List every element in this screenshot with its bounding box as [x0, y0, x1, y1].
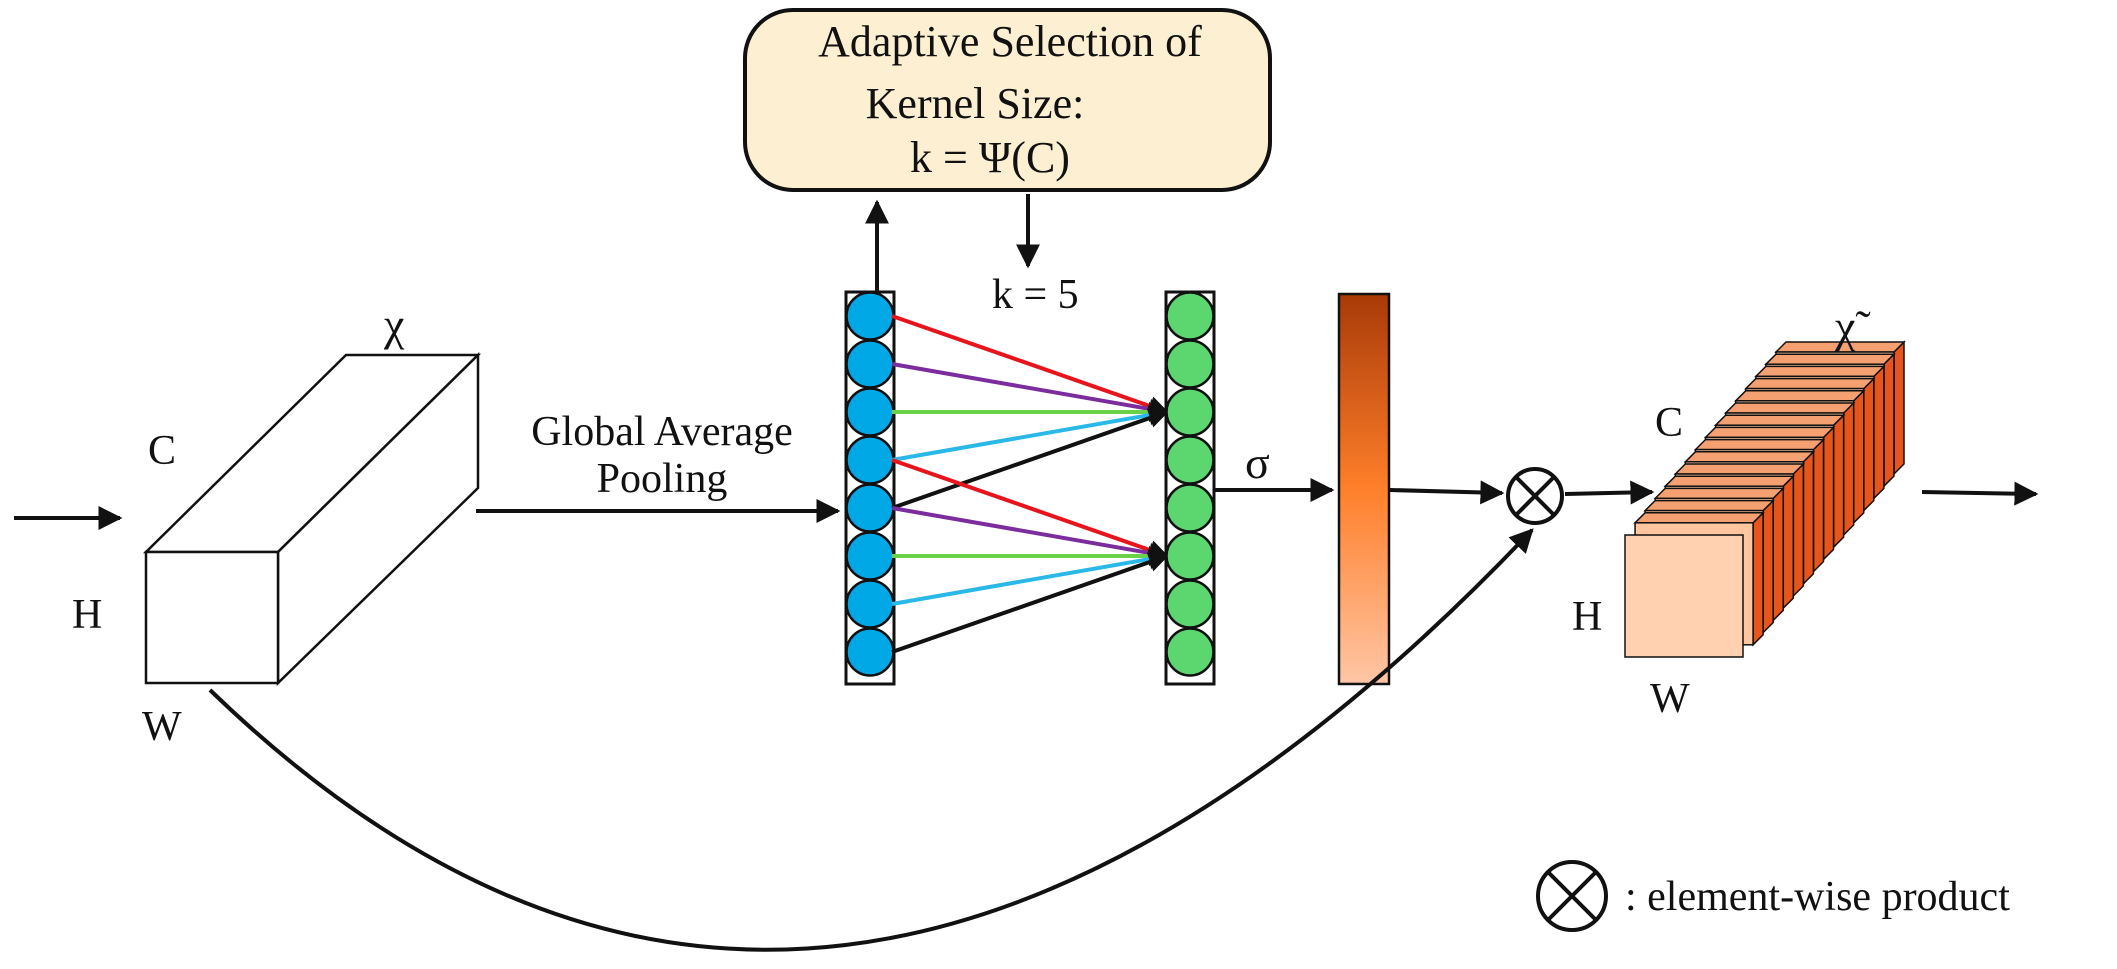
output-slice: [1624, 534, 1744, 658]
input-node: [845, 531, 895, 581]
kernel-connections: [891, 314, 1169, 654]
kernel-connection: [891, 362, 1169, 419]
skip-connection-arrow: [208, 528, 1534, 952]
output-node: [1165, 579, 1215, 629]
input-node: [845, 579, 895, 629]
multiply-symbol: [1506, 467, 1564, 525]
kernel-connection: [891, 552, 1169, 654]
input-dim-c: C: [148, 428, 176, 474]
multiply-to-output-arrow: [1564, 480, 1655, 505]
output-dim-c: C: [1655, 400, 1683, 446]
adaptive-box-line2: Kernel Size:: [866, 79, 1085, 128]
input-dim-w: W: [142, 704, 182, 750]
output-node: [1165, 435, 1215, 485]
input-tensor-symbol: χ: [383, 299, 405, 350]
legend-text: : element-wise product: [1625, 874, 2010, 920]
attention-weights-bar: [1337, 292, 1391, 686]
output-tensor-stack: [1624, 340, 1906, 658]
output-dim-w: W: [1650, 676, 1690, 722]
kernel-connection: [891, 506, 1169, 563]
kernel-connection: [891, 408, 1169, 510]
input-nodes: [845, 291, 895, 677]
input-node: [845, 291, 895, 341]
adaptive-box-line3: k = Ψ(C): [910, 133, 1070, 182]
kernel-size-label: k = 5: [992, 272, 1079, 318]
input-node: [845, 387, 895, 437]
gap-label-line1: Global Average: [531, 409, 793, 455]
output-node: [1165, 627, 1215, 677]
output-node: [1165, 339, 1215, 389]
input-node: [845, 483, 895, 533]
gap-label-line2: Pooling: [597, 456, 728, 502]
output-node: [1165, 387, 1215, 437]
adaptive-kernel-box: [743, 8, 1272, 192]
input-node: [845, 435, 895, 485]
input-tensor: [142, 352, 482, 686]
adaptive-box-line1: Adaptive Selection of: [818, 17, 1202, 66]
weights-to-multiply-arrow: [1389, 480, 1505, 505]
legend-multiply-icon: [1536, 860, 1608, 932]
input-node: [845, 627, 895, 677]
output-node: [1165, 483, 1215, 533]
output-node: [1165, 291, 1215, 341]
kernel-connection: [891, 405, 1169, 462]
input-dim-h: H: [72, 592, 102, 638]
output-node: [1165, 531, 1215, 581]
output-arrow: [1921, 481, 2039, 506]
kernel-connection: [891, 314, 1169, 416]
kernel-connection: [891, 458, 1169, 560]
sigma-label: σ: [1245, 437, 1270, 488]
kernel-connection: [891, 549, 1169, 606]
output-dim-h: H: [1572, 594, 1602, 640]
output-nodes: [1165, 291, 1215, 677]
input-node: [845, 339, 895, 389]
